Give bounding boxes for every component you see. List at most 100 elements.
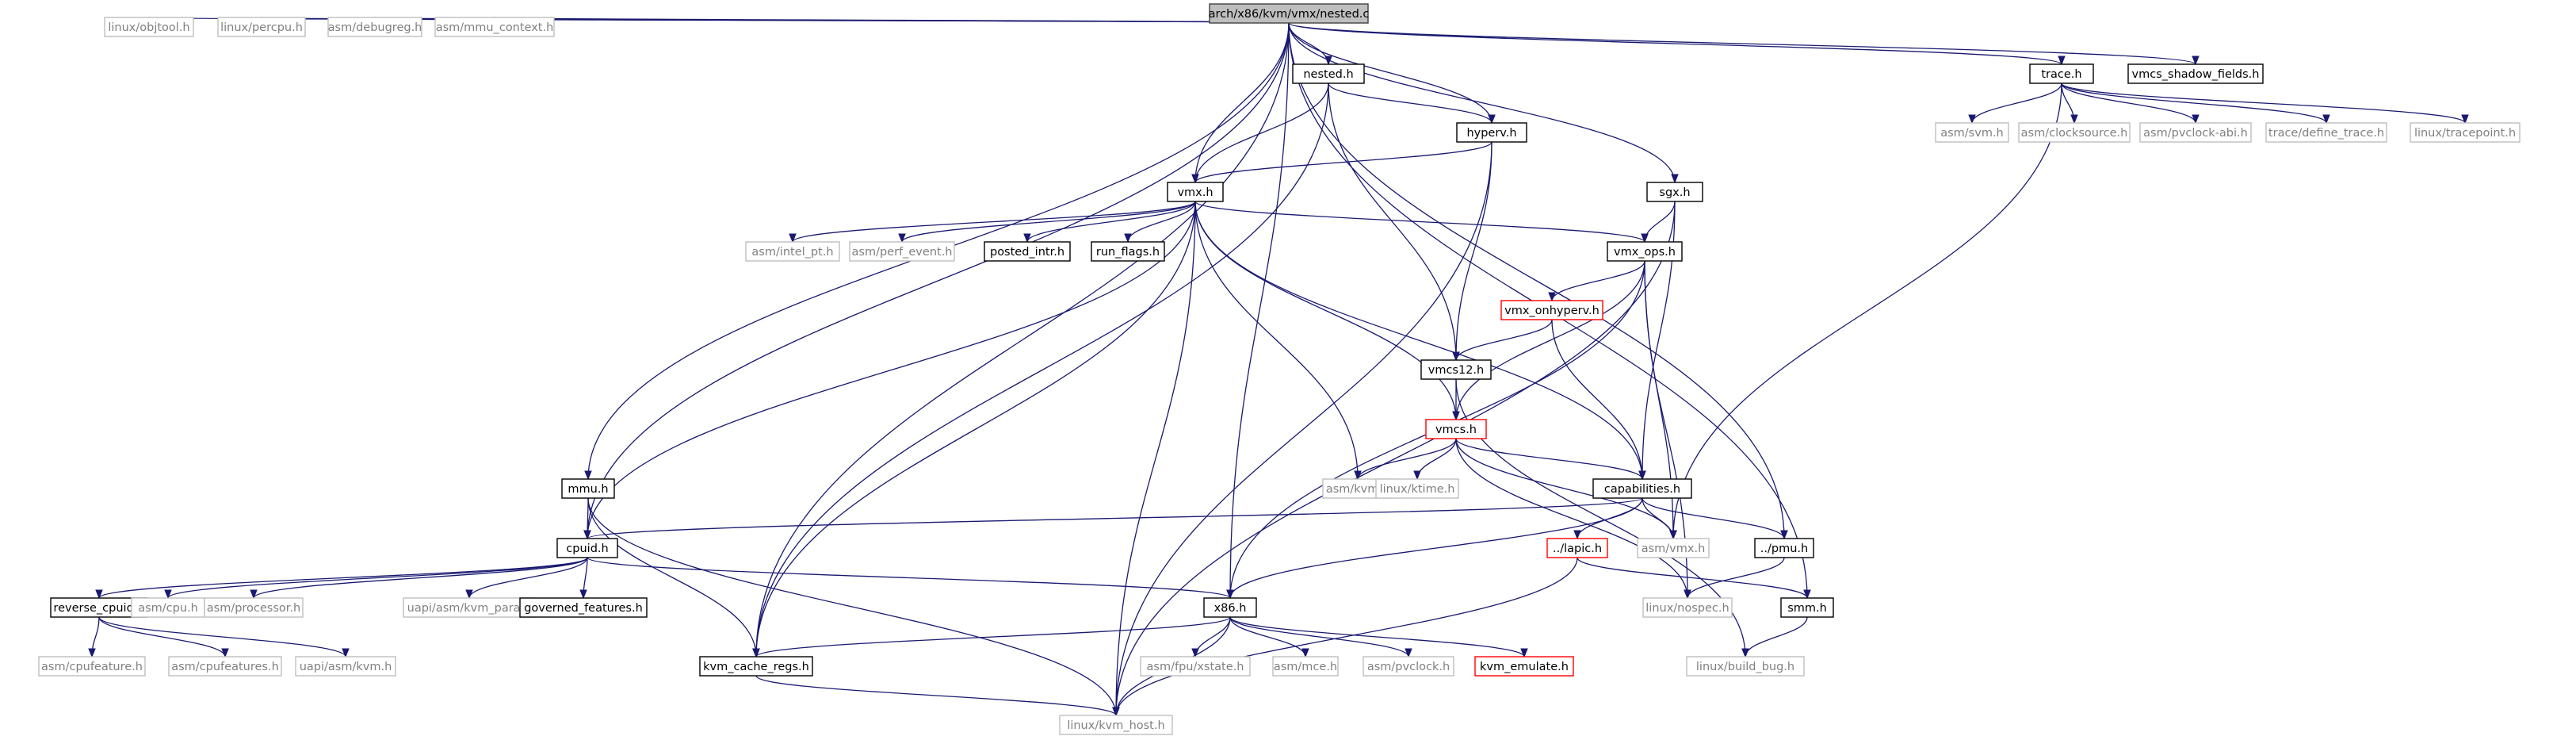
edge-arrowhead (1780, 530, 1788, 540)
edge-line (587, 557, 1231, 599)
node-label: kvm_cache_regs.h (703, 661, 809, 673)
node-label: vmcs.h (1435, 424, 1477, 436)
node-label: linux/build_bug.h (1696, 661, 1794, 673)
node-label: asm/fpu/xstate.h (1147, 661, 1244, 673)
node-vmcs-h[interactable]: vmcs.h (1425, 419, 1487, 439)
edge-x86_h-to-asm_pvclock (1229, 616, 1412, 658)
edge-line (98, 557, 588, 599)
node-box (2265, 122, 2387, 143)
edge-line (1288, 22, 2196, 65)
edge-arrowhead (2192, 56, 2200, 66)
edge-hyperv_h-to-vmx_h (1191, 141, 1492, 184)
node-run-flags[interactable]: run_flags.h (1091, 241, 1165, 262)
edge-arrowhead (789, 233, 797, 243)
node-label: vmcs12.h (1428, 364, 1484, 377)
edge-line (1115, 201, 1676, 716)
node-vmx-h[interactable]: vmx.h (1167, 182, 1224, 202)
edge-root-to-vmcs_shadow_fields (1288, 22, 2200, 66)
node-vmcs12-h[interactable]: vmcs12.h (1420, 359, 1492, 380)
node-capabilities-h[interactable]: capabilities.h (1592, 478, 1692, 499)
node-box (2029, 63, 2094, 84)
edge-arrowhead (1413, 470, 1421, 481)
node-box (1637, 538, 1710, 558)
node-sgx-h[interactable]: sgx.h (1646, 182, 1703, 202)
edge-cpuid_h-to-governed_features (579, 557, 588, 600)
node-box (1420, 359, 1492, 380)
edge-arrowhead (1488, 114, 1496, 125)
edge-line (1115, 201, 1196, 716)
node-asm-mce: asm/mce.h (1272, 656, 1339, 677)
node-box (295, 656, 396, 677)
node-label: asm/mmu_context.h (436, 21, 554, 34)
edge-trace_h-to-asm_clocksource (2061, 82, 2078, 125)
node-label: asm/cpu.h (138, 602, 198, 615)
edge-line (2061, 82, 2196, 124)
edge-line (1357, 438, 1457, 480)
node-pmu-h[interactable]: ../pmu.h (1754, 538, 1814, 558)
node-lapic-h[interactable]: ../lapic.h (1546, 538, 1608, 558)
edge-line (755, 201, 1196, 658)
node-box (434, 17, 555, 37)
node-hyperv-h[interactable]: hyperv.h (1456, 122, 1527, 143)
edge-arrowhead (1548, 292, 1556, 302)
edge-nested_h-to-vmcs12_h (1328, 82, 1460, 362)
node-linux-objtool: linux/objtool.h (104, 17, 194, 37)
node-nested-h[interactable]: nested.h (1292, 63, 1365, 84)
node-label: linux/ktime.h (1380, 483, 1455, 496)
node-asm-intel-pt: asm/intel_pt.h (745, 241, 840, 262)
edge-arrowhead (1638, 470, 1646, 481)
node-kvm-emulate[interactable]: kvm_emulate.h (1474, 656, 1574, 677)
edge-arrowhead (1191, 174, 1199, 184)
node-asm-processor: asm/processor.h (204, 597, 304, 618)
node-smm-h[interactable]: smm.h (1780, 597, 1834, 618)
node-vmx-ops[interactable]: vmx_ops.h (1607, 241, 1683, 262)
edge-line (1672, 82, 2062, 539)
node-box (1780, 597, 1834, 618)
edge-line (901, 201, 1196, 243)
node-cpuid-h[interactable]: cpuid.h (556, 538, 618, 558)
node-mmu-h[interactable]: mmu.h (561, 478, 615, 499)
edge-line (792, 201, 1196, 243)
edge-arrowhead (579, 589, 587, 600)
node-posted-intr[interactable]: posted_intr.h (984, 241, 1071, 262)
edge-line (1455, 438, 1688, 599)
node-label: trace/define_trace.h (2268, 127, 2384, 140)
edge-arrowhead (583, 530, 591, 540)
node-governed-features[interactable]: governed_features.h (519, 597, 648, 618)
edge-arrowhead (1452, 411, 1460, 421)
node-vmcs-shadow-fields[interactable]: vmcs_shadow_fields.h (2127, 63, 2264, 84)
node-label: uapi/asm/kvm.h (300, 661, 392, 673)
edge-x86_h-to-kvm_cache_regs (752, 616, 1231, 658)
node-trace-h[interactable]: trace.h (2029, 63, 2094, 84)
edge-vmx_ops-to-vmcs_h (1452, 260, 1645, 421)
edge-line (1194, 201, 1457, 420)
edge-cpuid_h-to-reverse_cpuid (95, 557, 588, 600)
edge-line (1229, 22, 1290, 599)
edge-trace_h-to-asm_vmx (1669, 82, 2062, 540)
edge-line (1229, 616, 1306, 658)
node-linux-nospec: linux/nospec.h (1642, 597, 1733, 618)
node-label: vmx_onhyperv.h (1504, 305, 1599, 317)
edge-x86_h-to-asm_mce (1229, 616, 1309, 658)
node-label: ../lapic.h (1553, 543, 1602, 555)
node-box (1500, 300, 1603, 320)
node-box (1935, 122, 2009, 143)
node-vmx-onhyperv[interactable]: vmx_onhyperv.h (1500, 300, 1603, 320)
node-label: asm/clocksource.h (2021, 127, 2128, 140)
node-box (1546, 538, 1608, 558)
edge-arrowhead (1671, 174, 1679, 184)
node-box (1363, 656, 1454, 677)
node-kvm-cache-regs[interactable]: kvm_cache_regs.h (699, 656, 813, 677)
node-linux-tracepoint: linux/tracepoint.h (2410, 122, 2521, 143)
edge-trace_h-to-trace_define_trace (2061, 82, 2330, 125)
edge-vmx_h-to-asm_perf_event (898, 201, 1196, 243)
node-x86-h[interactable]: x86.h (1203, 597, 1257, 618)
edge-line (755, 82, 1329, 658)
edge-cpuid_h-to-x86_h (587, 557, 1234, 600)
edge-arrowhead (1354, 470, 1362, 481)
node-root[interactable]: arch/x86/kvm/vmx/nested.c (1209, 3, 1370, 24)
node-label: asm/perf_event.h (852, 246, 953, 259)
edge-vmx_h-to-asm_intel_pt (789, 201, 1196, 243)
edge-arrowhead (1669, 530, 1677, 540)
edge-arrowhead (221, 648, 229, 658)
